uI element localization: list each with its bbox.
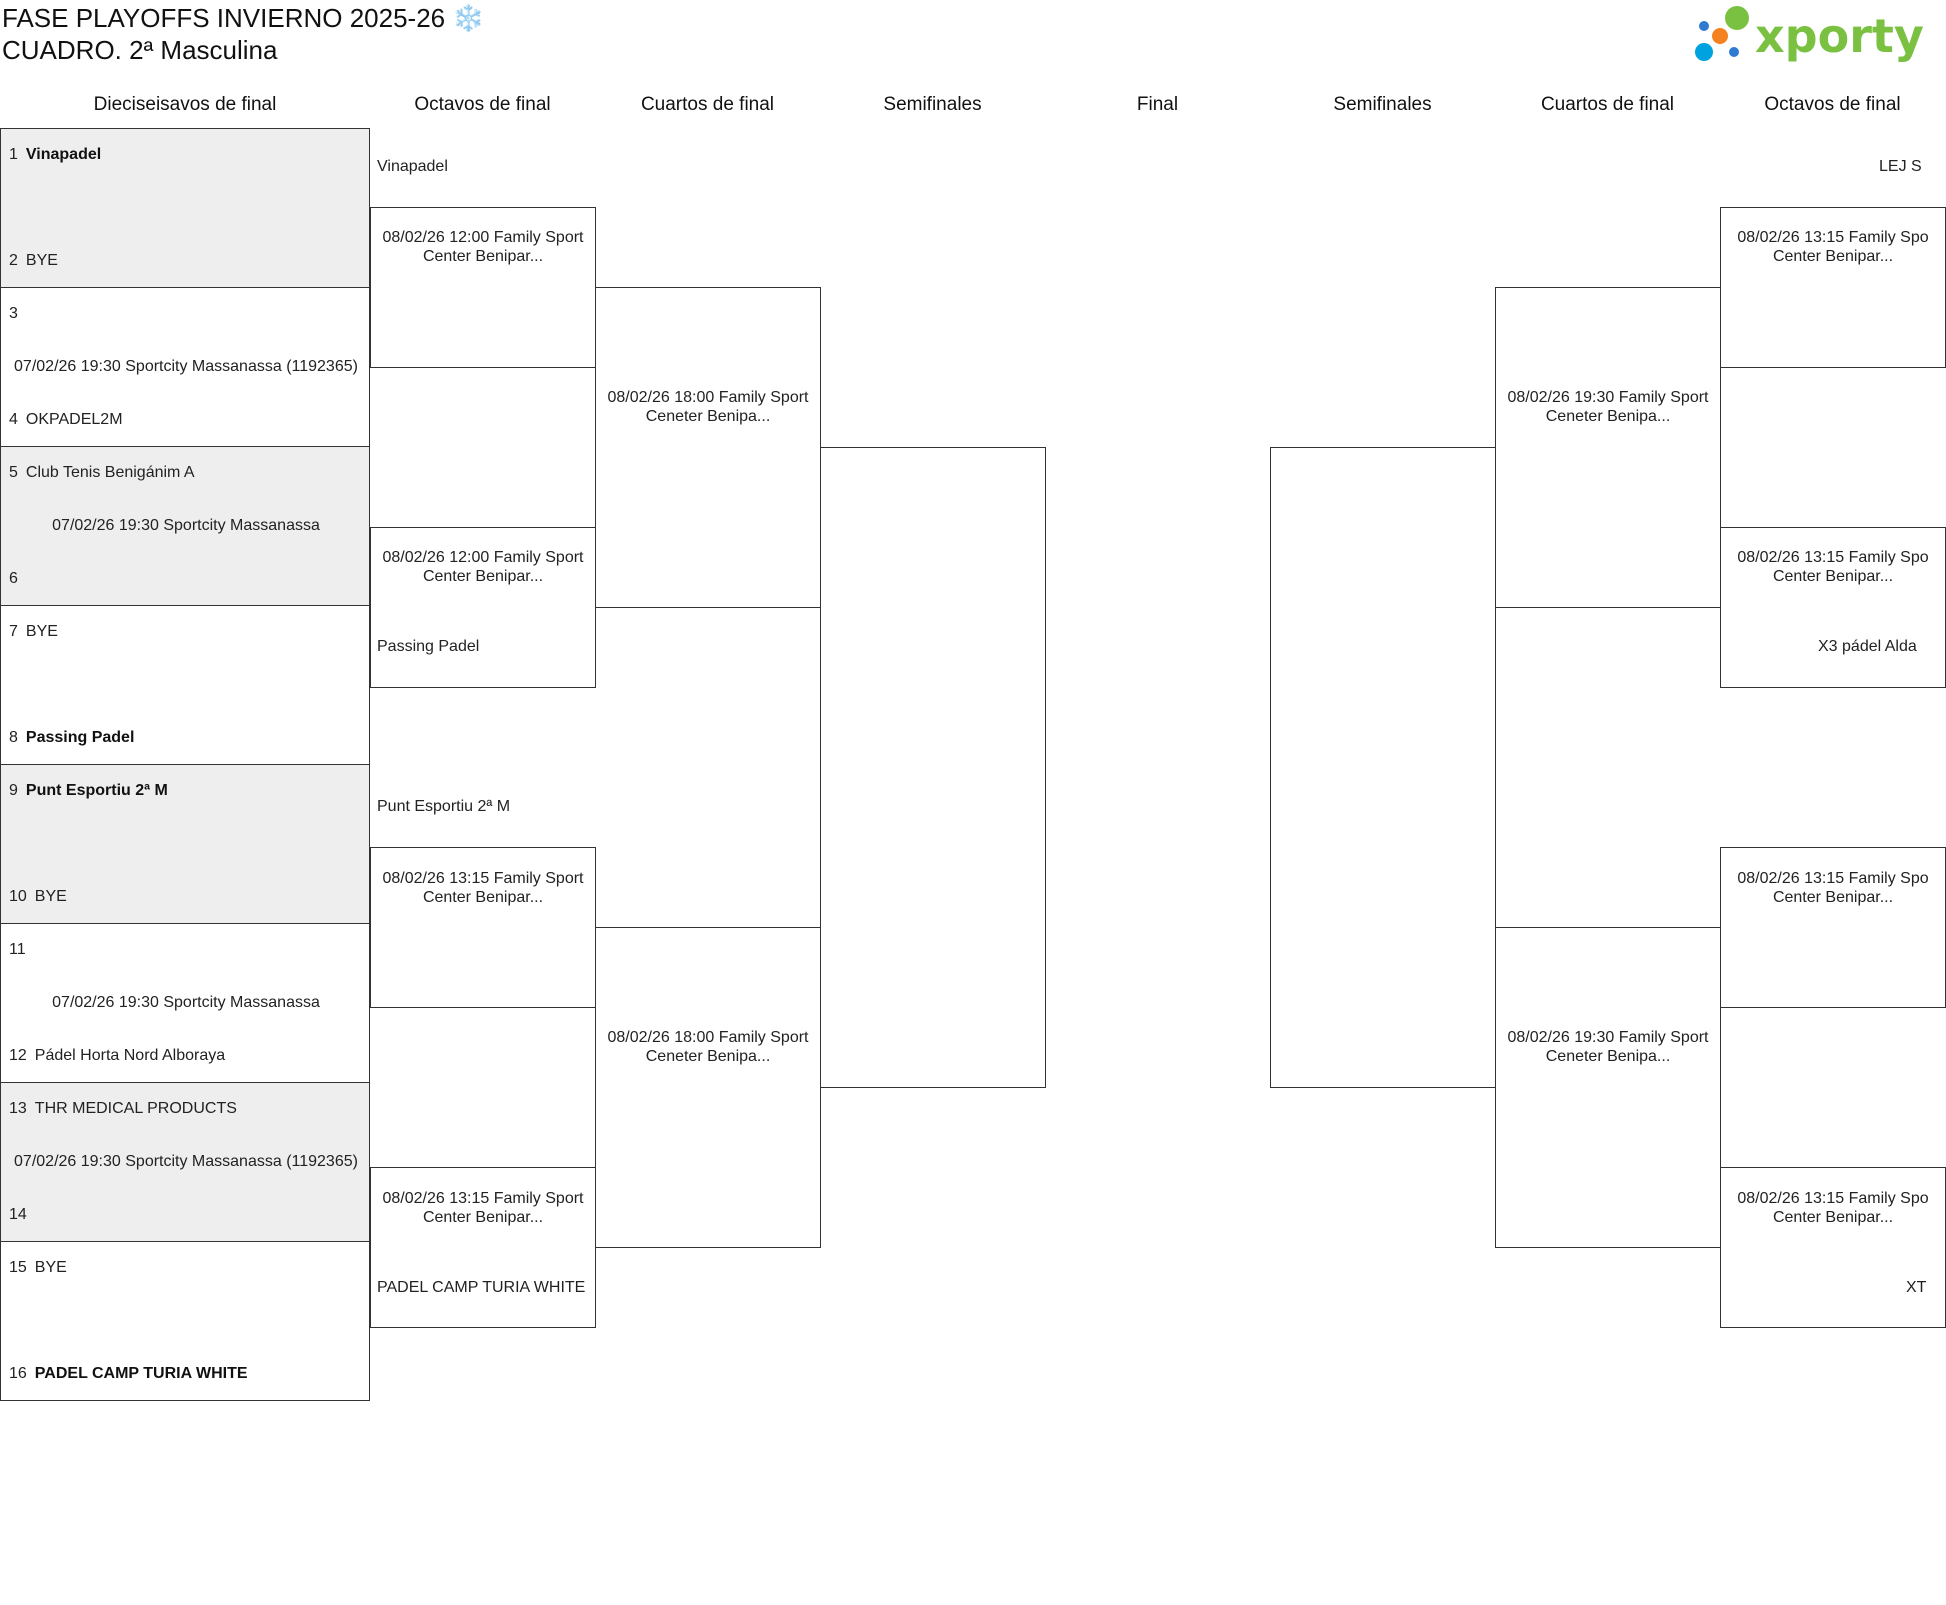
r32-match[interactable]: 15 BYE 16 PADEL CAMP TURIA WHITE <box>0 1241 370 1401</box>
seed-number: 8 <box>9 729 18 746</box>
logo-dot <box>1699 21 1709 31</box>
round-header-r16-right: Octavos de final <box>1764 94 1901 115</box>
match-info: 07/02/26 19:30 Sportcity Massanassa <box>52 517 320 534</box>
r16-team-label: PADEL CAMP TURIA WHITE <box>377 1279 586 1296</box>
seed-number: 10 <box>9 888 27 905</box>
r16-team-label: X3 pádel Alda <box>1818 638 1917 655</box>
r32-match[interactable]: 13 THR MEDICAL PRODUCTS 07/02/26 19:30 Sp… <box>0 1082 370 1242</box>
team-name: BYE <box>25 623 58 640</box>
r16-team-label: LEJ S <box>1879 158 1922 175</box>
r16-match-box[interactable] <box>370 1167 596 1328</box>
match-info: 08/02/26 12:00 Family Sport Center Benip… <box>382 229 584 265</box>
seed-number: 4 <box>9 411 18 428</box>
match-info: 07/02/26 19:30 Sportcity Massanassa (119… <box>14 1153 358 1170</box>
sf-match-box[interactable] <box>820 447 1046 1088</box>
team-name: BYE <box>34 888 67 905</box>
round-header-final: Final <box>1136 94 1179 115</box>
match-info: 07/02/26 19:30 Sportcity Massanassa (119… <box>14 358 358 375</box>
r16-match-box[interactable] <box>1720 527 1946 688</box>
match-info: 07/02/26 19:30 Sportcity Massanassa <box>52 994 320 1011</box>
seed-number: 14 <box>9 1206 27 1223</box>
r16-match-box[interactable] <box>1720 1167 1946 1328</box>
match-info: 08/02/26 13:15 Family Spo Center Benipar… <box>1737 1190 1929 1226</box>
r32-match[interactable]: 1 Vinapadel 2 BYE <box>0 128 370 288</box>
round-header-sf-left: Semifinales <box>883 94 982 115</box>
r32-match[interactable]: 5 Club Tenis Benigánim A 07/02/26 19:30 S… <box>0 446 370 606</box>
seed-number: 7 <box>9 623 18 640</box>
match-info: 08/02/26 13:15 Family Spo Center Benipar… <box>1737 870 1929 906</box>
match-info: 08/02/26 19:30 Family Sport Ceneter Beni… <box>1507 389 1709 425</box>
team-name: PADEL CAMP TURIA WHITE <box>34 1365 248 1382</box>
match-info: 08/02/26 13:15 Family Sport Center Benip… <box>382 1190 584 1226</box>
team-name: THR MEDICAL PRODUCTS <box>34 1100 237 1117</box>
seed-number: 12 <box>9 1047 27 1064</box>
r32-match[interactable]: 7 BYE 8 Passing Padel <box>0 605 370 765</box>
r16-match-box[interactable] <box>1720 207 1946 368</box>
r32-match[interactable]: 11 07/02/26 19:30 Sportcity Massanassa 1… <box>0 923 370 1083</box>
sf-match-box[interactable] <box>1270 447 1496 1088</box>
team-name: OKPADEL2M <box>25 411 123 428</box>
logo-dot <box>1712 28 1728 44</box>
round-header-sf-right: Semifinales <box>1333 94 1432 115</box>
qf-match-box[interactable] <box>595 287 821 608</box>
qf-match-box[interactable] <box>595 927 821 1248</box>
r16-match-box[interactable] <box>1720 847 1946 1008</box>
round-header-r16-left: Octavos de final <box>414 94 551 115</box>
team-name: Club Tenis Benigánim A <box>25 464 195 481</box>
match-info: 08/02/26 13:15 Family Spo Center Benipar… <box>1737 229 1929 265</box>
r16-match-box[interactable] <box>370 527 596 688</box>
r32-match[interactable]: 3 07/02/26 19:30 Sportcity Massanassa (1… <box>0 287 370 447</box>
seed-number: 1 <box>9 146 18 163</box>
team-name: Passing Padel <box>25 729 135 746</box>
logo-dot <box>1725 6 1749 30</box>
page-subtitle: CUADRO. 2ª Masculina <box>2 35 278 65</box>
r16-team-label: XT <box>1906 1279 1927 1296</box>
match-info: 08/02/26 12:00 Family Sport Center Benip… <box>382 549 584 585</box>
match-info: 08/02/26 18:00 Family Sport Ceneter Beni… <box>607 1029 809 1065</box>
r32-match[interactable]: 9 Punt Esportiu 2ª M 10 BYE <box>0 764 370 924</box>
xporty-logo: xporty <box>1695 6 1924 63</box>
seed-number: 5 <box>9 464 18 481</box>
seed-number: 6 <box>9 570 18 587</box>
seed-number: 2 <box>9 252 18 269</box>
match-info: 08/02/26 18:00 Family Sport Ceneter Beni… <box>607 389 809 425</box>
qf-match-box[interactable] <box>1495 287 1721 608</box>
qf-match-box[interactable] <box>1495 927 1721 1248</box>
r16-team-label: Vinapadel <box>377 158 448 175</box>
seed-number: 16 <box>9 1365 27 1382</box>
logo-text: xporty <box>1755 9 1924 63</box>
team-name: Vinapadel <box>25 146 102 163</box>
seed-number: 9 <box>9 782 18 799</box>
r16-team-label: Punt Esportiu 2ª M <box>377 798 511 815</box>
seed-number: 3 <box>9 305 18 322</box>
team-name: BYE <box>25 252 58 269</box>
match-info: 08/02/26 19:30 Family Sport Ceneter Beni… <box>1507 1029 1709 1065</box>
team-name: Pádel Horta Nord Alboraya <box>34 1047 226 1064</box>
logo-dot <box>1729 47 1739 57</box>
round-header-qf-left: Cuartos de final <box>640 94 775 115</box>
seed-number: 11 <box>9 941 26 958</box>
r16-match-box[interactable] <box>370 207 596 368</box>
team-name: Punt Esportiu 2ª M <box>25 782 168 799</box>
logo-dot <box>1695 43 1713 61</box>
r16-team-label: Passing Padel <box>377 638 480 655</box>
seed-number: 13 <box>9 1100 27 1117</box>
match-info: 08/02/26 13:15 Family Spo Center Benipar… <box>1737 549 1929 585</box>
page-title: FASE PLAYOFFS INVIERNO 2025-26 ❄️ <box>2 3 485 33</box>
team-name: BYE <box>34 1259 67 1276</box>
round-header-r32: Dieciseisavos de final <box>93 94 277 115</box>
r16-match-box[interactable] <box>370 847 596 1008</box>
seed-number: 15 <box>9 1259 27 1276</box>
match-info: 08/02/26 13:15 Family Sport Center Benip… <box>382 870 584 906</box>
round-header-qf-right: Cuartos de final <box>1540 94 1675 115</box>
